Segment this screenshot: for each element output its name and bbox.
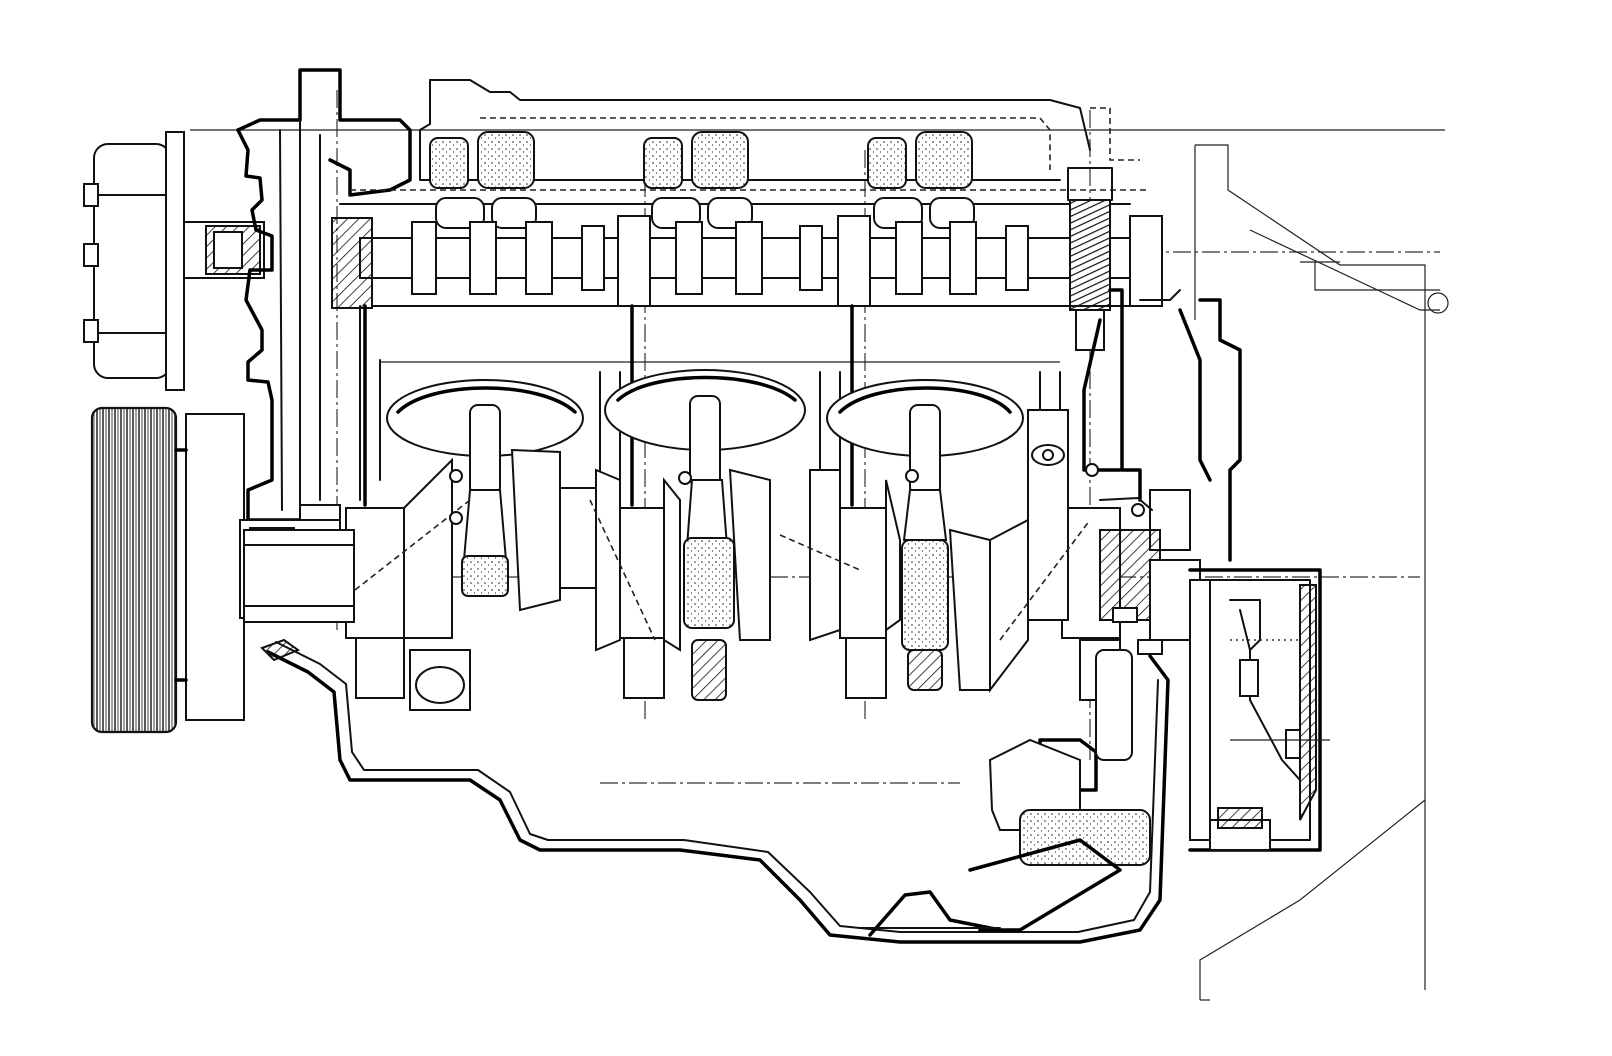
distributor-drive-gear	[1069, 199, 1111, 311]
front-pulley-assembly	[83, 131, 265, 734]
connecting-rods	[461, 479, 949, 701]
pistons	[386, 369, 1024, 496]
bellhousing-outline	[1194, 144, 1449, 1001]
fastener-details	[449, 449, 1163, 655]
camshaft	[331, 167, 1163, 351]
crankshaft	[243, 409, 1121, 711]
oil-pump	[859, 649, 1151, 937]
rear-main-seal	[1082, 288, 1242, 641]
oil-pan	[260, 638, 1170, 944]
flywheel-clutch	[1188, 568, 1330, 852]
cylinder-head	[339, 79, 1150, 229]
valve-buckets	[429, 131, 975, 229]
